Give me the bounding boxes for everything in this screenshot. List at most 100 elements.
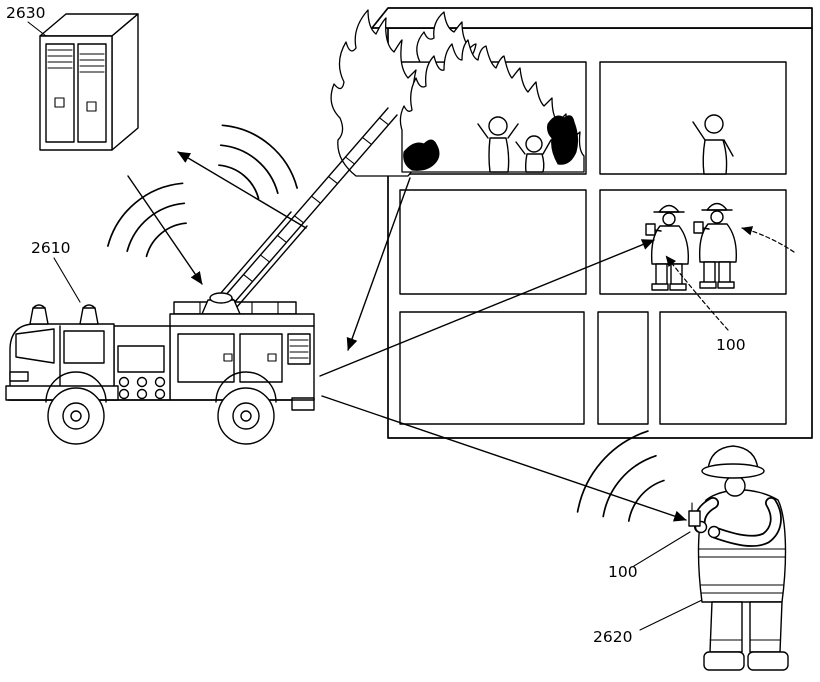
ff1-torso xyxy=(650,225,689,265)
ff1-boot-right xyxy=(669,283,687,291)
flame-dark-patch-left xyxy=(403,139,440,171)
signal-arc xyxy=(218,164,260,200)
signal-arc xyxy=(107,182,184,247)
ff1-boot-left xyxy=(651,283,669,291)
leader-line-2610 xyxy=(53,257,81,303)
signal-arc xyxy=(145,222,187,258)
window-mid-left xyxy=(399,189,587,295)
truck-rear-step xyxy=(291,397,315,411)
ladder-rung xyxy=(259,254,271,263)
rear-wheel-hub xyxy=(240,410,252,422)
window-mid-right xyxy=(599,189,787,295)
ff2-device-icon xyxy=(693,221,704,234)
signal-arc xyxy=(627,479,665,522)
dashed-arrow-to-ff2 xyxy=(741,226,795,253)
connection-arrows xyxy=(127,151,795,522)
door1-handle xyxy=(223,353,233,362)
person1-arm-right xyxy=(507,123,519,139)
callout-100-indoor: 100 xyxy=(716,336,746,354)
ff2-leg-left xyxy=(703,261,716,284)
ladder-rung xyxy=(293,215,305,224)
ff2-arm xyxy=(702,227,710,230)
waving-person-head xyxy=(704,114,724,134)
waving-person-torso xyxy=(702,139,728,175)
beacon-light-2 xyxy=(79,307,99,325)
ff1-leg-left xyxy=(655,263,668,286)
beacon-light-1 xyxy=(29,307,49,325)
server-badge-left xyxy=(54,97,65,108)
window-bottom-right xyxy=(659,311,787,425)
arrow-server-to-truck xyxy=(127,175,203,285)
server-door-left xyxy=(45,43,75,143)
ladder-rung xyxy=(276,234,288,243)
ff-boot-left xyxy=(703,651,745,671)
dashed-arrow-to-ff1 xyxy=(665,255,729,331)
arrow-to-server xyxy=(177,151,307,229)
wireless-arcs-server-truck xyxy=(107,182,187,258)
headlight xyxy=(9,371,29,382)
ff2-boot-right xyxy=(717,281,735,289)
ladder-rung xyxy=(242,274,254,283)
callout-2610: 2610 xyxy=(31,239,81,303)
arrow-truck-to-indoor-firefighters xyxy=(319,239,655,377)
person2-head xyxy=(525,135,543,153)
fire-truck-icon xyxy=(5,107,398,445)
wheel-arch-front xyxy=(45,371,107,403)
beacon-dome-1 xyxy=(32,304,46,309)
ff2-torso xyxy=(698,223,737,263)
ff2-leg-right xyxy=(718,261,731,284)
arrow-window-to-truck xyxy=(346,177,411,351)
callout-2630: 2630 xyxy=(6,4,47,37)
label-truck-ref: 2610 xyxy=(31,239,70,257)
label-outdoor-device-ref: 100 xyxy=(608,563,638,581)
server-door-right xyxy=(77,43,107,143)
ff-leg-right xyxy=(749,601,783,653)
ff2-head xyxy=(710,210,724,224)
server-side xyxy=(111,13,139,151)
cab-door-window xyxy=(63,330,105,364)
pump-dial xyxy=(154,376,166,388)
callout-2620: 2620 xyxy=(593,599,703,646)
ff-boot-right xyxy=(747,651,789,671)
pump-dial xyxy=(136,388,148,400)
pump-panel xyxy=(117,345,165,373)
leader-line-2620 xyxy=(639,599,703,631)
ladder-rail-2 xyxy=(226,114,398,312)
person1-head xyxy=(488,116,508,136)
signal-arc xyxy=(219,144,279,195)
trapped-people-icon xyxy=(477,116,552,173)
truck-compartment-door-2 xyxy=(239,333,283,383)
pump-dial xyxy=(118,388,130,400)
front-wheel-hub xyxy=(70,410,82,422)
window-top-right xyxy=(599,61,787,175)
ladder-lower-boom-2 xyxy=(229,225,308,316)
signal-arc xyxy=(221,124,298,189)
ladder-rung xyxy=(378,117,390,126)
signal-arc xyxy=(126,202,186,253)
handheld-device-icon xyxy=(688,510,701,527)
label-server-ref: 2630 xyxy=(6,4,45,22)
truck-compartment-door-1 xyxy=(177,333,235,383)
ff1-head xyxy=(662,212,676,226)
callout-100-outdoor: 100 xyxy=(608,531,691,581)
aerial-ladder xyxy=(201,107,398,316)
wireless-arcs-upper xyxy=(218,124,298,200)
ff-leg-left xyxy=(709,601,743,653)
cab-windshield xyxy=(15,328,55,364)
server-badge-right xyxy=(86,101,97,112)
pump-dial xyxy=(118,376,130,388)
arrow-truck-to-outdoor-firefighter xyxy=(321,395,687,522)
ladder-rung xyxy=(344,156,356,165)
flame-above-window xyxy=(416,11,477,63)
indoor-firefighters-icon xyxy=(645,202,737,291)
pump-dial xyxy=(154,388,166,400)
label-indoor-device-ref: 100 xyxy=(716,336,746,354)
ladder-rung xyxy=(327,176,339,185)
person2-arm-right xyxy=(542,139,552,155)
waving-person-arm-raised xyxy=(692,121,706,141)
ff-helmet-brim xyxy=(701,463,765,479)
leader-line-2630 xyxy=(27,21,47,37)
server-front xyxy=(39,35,113,151)
